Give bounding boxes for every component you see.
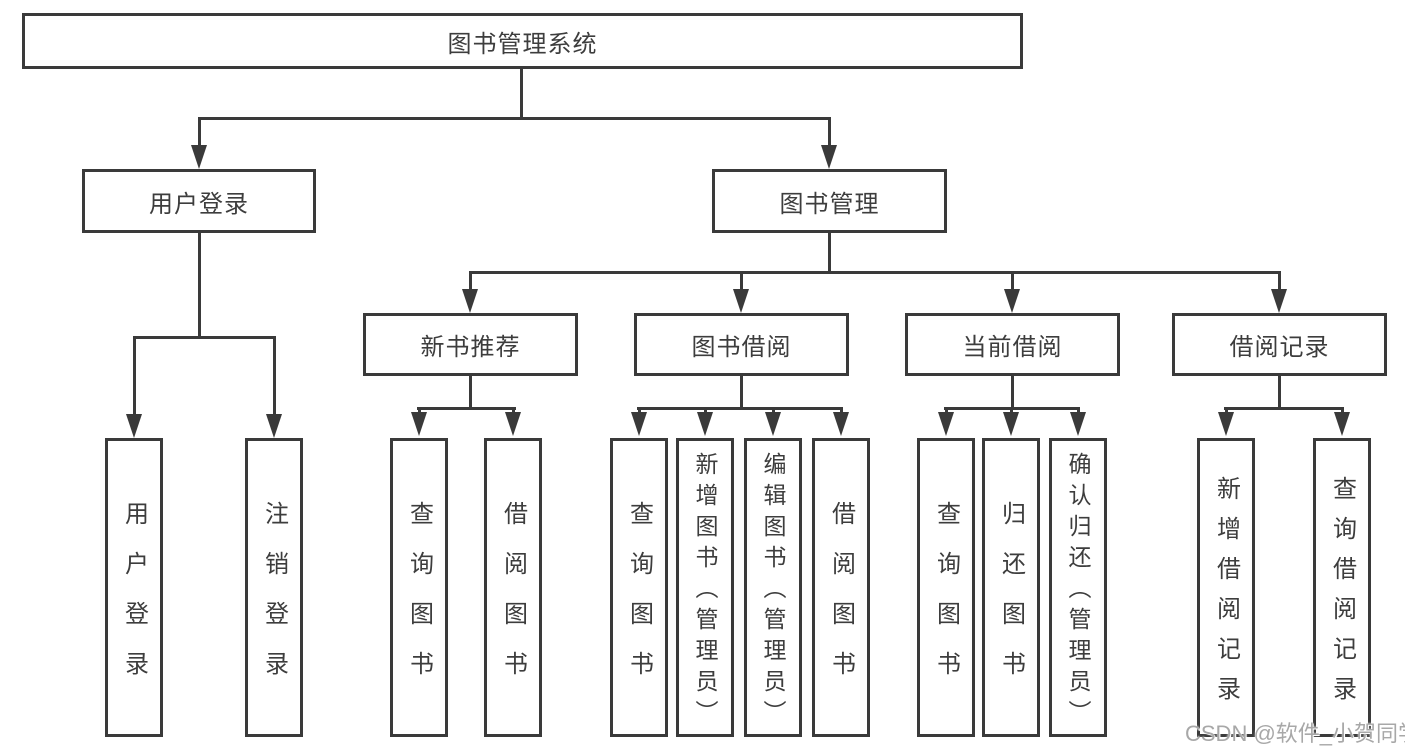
- leaf-user-login-label: 用户登录: [120, 500, 148, 701]
- leaf-borrow-books: 借阅图书: [812, 438, 870, 737]
- connector-line: [1011, 271, 1014, 291]
- connector-line: [520, 69, 523, 117]
- leaf-query-books-recommend-label: 查询图书: [405, 500, 433, 701]
- node-borrow-records-label: 借阅记录: [1229, 334, 1330, 361]
- node-root-label: 图书管理系统: [447, 30, 598, 58]
- leaf-borrow-books-recommend: 借阅图书: [484, 438, 542, 737]
- connector-line: [945, 407, 948, 415]
- arrow-down-icon: [697, 412, 713, 436]
- node-borrow-records: 借阅记录: [1172, 313, 1387, 376]
- arrow-down-icon: [1070, 412, 1086, 436]
- connector-line: [1341, 407, 1344, 415]
- node-book-management: 图书管理: [712, 169, 947, 233]
- arrow-down-icon: [411, 412, 427, 436]
- arrow-down-icon: [505, 412, 521, 436]
- leaf-confirm-return-admin: 确认归还（管理员）: [1049, 438, 1107, 737]
- leaf-return-book-label: 归还图书: [997, 500, 1025, 701]
- arrow-down-icon: [833, 412, 849, 436]
- connector-line: [1224, 407, 1344, 410]
- connector-line: [198, 117, 831, 120]
- connector-line: [418, 407, 421, 415]
- leaf-query-books-current: 查询图书: [917, 438, 975, 737]
- connector-line: [840, 407, 843, 415]
- connector-line: [828, 232, 831, 271]
- arrow-down-icon: [1218, 412, 1234, 436]
- leaf-logout: 注销登录: [245, 438, 303, 737]
- leaf-borrow-books-label: 借阅图书: [827, 500, 855, 701]
- connector-line: [512, 407, 515, 415]
- leaf-query-books-recommend: 查询图书: [390, 438, 448, 737]
- node-current-borrow-label: 当前借阅: [962, 334, 1063, 361]
- arrow-down-icon: [126, 414, 142, 438]
- node-new-book-recommend-label: 新书推荐: [420, 334, 521, 361]
- arrow-down-icon: [938, 412, 954, 436]
- arrow-down-icon: [1334, 412, 1350, 436]
- connector-line: [740, 271, 743, 291]
- connector-line: [704, 407, 707, 415]
- leaf-query-borrow-record: 查询借阅记录: [1313, 438, 1371, 737]
- leaf-query-borrow-record-label: 查询借阅记录: [1328, 475, 1356, 716]
- arrow-down-icon: [1003, 412, 1019, 436]
- arrow-down-icon: [1271, 289, 1287, 313]
- connector-line: [1010, 407, 1013, 415]
- connector-line: [1225, 407, 1228, 415]
- connector-line: [469, 271, 472, 291]
- leaf-add-book-admin: 新增图书（管理员）: [676, 438, 734, 737]
- connector-line: [740, 376, 743, 407]
- arrow-down-icon: [266, 414, 282, 438]
- leaf-edit-book-admin: 编辑图书（管理员）: [744, 438, 802, 737]
- node-user-login-label: 用户登录: [149, 190, 249, 218]
- leaf-query-books-borrow: 查询图书: [610, 438, 668, 737]
- arrow-down-icon: [765, 412, 781, 436]
- connector-line: [772, 407, 775, 415]
- arrow-down-icon: [191, 145, 207, 169]
- arrow-down-icon: [462, 289, 478, 313]
- node-root: 图书管理系统: [22, 13, 1023, 69]
- connector-line: [273, 336, 276, 416]
- arrow-down-icon: [821, 145, 837, 169]
- node-book-borrow: 图书借阅: [634, 313, 849, 376]
- leaf-query-books-current-label: 查询图书: [932, 500, 960, 701]
- connector-line: [133, 336, 276, 339]
- connector-line: [133, 336, 136, 416]
- arrow-down-icon: [1004, 289, 1020, 313]
- node-user-login: 用户登录: [82, 169, 316, 233]
- arrow-down-icon: [631, 412, 647, 436]
- leaf-add-borrow-record: 新增借阅记录: [1197, 438, 1255, 737]
- leaf-query-books-borrow-label: 查询图书: [625, 500, 653, 701]
- connector-line: [198, 117, 201, 148]
- connector-line: [1278, 271, 1281, 291]
- connector-line: [417, 407, 516, 410]
- connector-line: [1011, 376, 1014, 407]
- connector-line: [469, 376, 472, 407]
- leaf-return-book: 归还图书: [982, 438, 1040, 737]
- connector-line: [638, 407, 641, 415]
- connector-line: [637, 407, 843, 410]
- leaf-add-book-admin-label: 新增图书（管理员）: [692, 452, 718, 731]
- node-book-borrow-label: 图书借阅: [691, 334, 792, 361]
- leaf-logout-label: 注销登录: [260, 500, 288, 701]
- node-book-management-label: 图书管理: [779, 190, 880, 218]
- leaf-confirm-return-admin-label: 确认归还（管理员）: [1065, 452, 1091, 731]
- leaf-user-login: 用户登录: [105, 438, 163, 737]
- connector-line: [469, 271, 1281, 274]
- connector-line: [198, 232, 201, 336]
- leaf-borrow-books-recommend-label: 借阅图书: [499, 500, 527, 701]
- arrow-down-icon: [733, 289, 749, 313]
- node-current-borrow: 当前借阅: [905, 313, 1120, 376]
- connector-line: [1278, 376, 1281, 407]
- leaf-add-borrow-record-label: 新增借阅记录: [1212, 475, 1240, 716]
- watermark-text: CSDN @软件_小贺同学: [1185, 721, 1405, 746]
- connector-line: [828, 117, 831, 148]
- connector-line: [1077, 407, 1080, 415]
- leaf-edit-book-admin-label: 编辑图书（管理员）: [760, 452, 786, 731]
- node-new-book-recommend: 新书推荐: [363, 313, 578, 376]
